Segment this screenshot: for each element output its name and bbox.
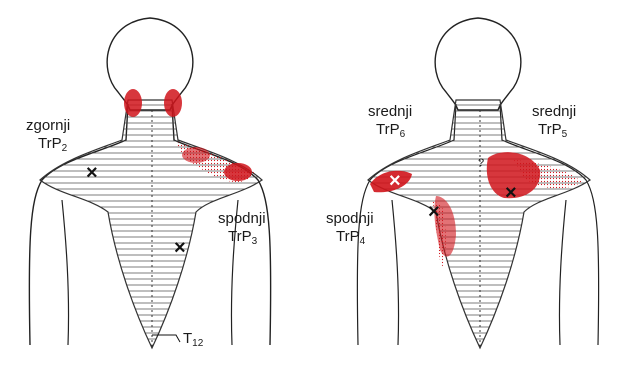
label-spodnji-left-tp: TrP <box>228 228 252 245</box>
right-head <box>435 18 521 110</box>
label-t12-num: 12 <box>192 338 203 349</box>
label-srednji-left-word: srednji <box>368 103 412 121</box>
label-t12: T12 <box>183 330 203 353</box>
label-spodnji-right-tp: TrP <box>336 228 360 245</box>
trigger-point-marker-trp3: × <box>174 237 186 259</box>
label-t12-letter: T <box>183 330 192 347</box>
label-srednji-right-code: TrP5 <box>532 121 576 144</box>
label-zgornji-code: TrP2 <box>26 135 70 158</box>
label-srednji-trp6: srednji TrP6 <box>368 103 412 144</box>
label-srednji-right-tp: TrP <box>538 121 562 138</box>
label-spodnji-left-word: spodnji <box>218 210 266 228</box>
label-spodnji-left-code: TrP3 <box>218 228 266 251</box>
label-zgornji-tp: TrP <box>38 135 62 152</box>
left-neck-pain-left <box>124 89 142 117</box>
label-spodnji-right-code: TrP4 <box>326 228 374 251</box>
label-srednji-trp5: srednji TrP5 <box>532 103 576 144</box>
label-srednji-left-num: 6 <box>400 129 406 140</box>
label-srednji-left-code: TrP6 <box>368 121 412 144</box>
trigger-point-marker-trp4: × <box>428 201 440 223</box>
label-spodnji-trp4: spodnji TrP4 <box>326 210 374 251</box>
label-srednji-right-word: srednji <box>532 103 576 121</box>
right-figure: × × × ? <box>357 18 598 350</box>
left-upper-pain <box>182 147 210 163</box>
label-spodnji-right-num: 4 <box>360 236 366 247</box>
label-spodnji-left-num: 3 <box>252 236 258 247</box>
question-mark: ? <box>478 157 484 169</box>
trigger-point-marker-trp2: × <box>86 162 98 184</box>
label-spodnji-trp3: spodnji TrP3 <box>218 210 266 251</box>
label-zgornji-word: zgornji <box>26 117 70 135</box>
label-zgornji-num: 2 <box>62 143 68 154</box>
left-figure: × × <box>29 18 270 350</box>
left-neck-pain-right <box>164 89 182 117</box>
label-zgornji-trp2: zgornji TrP2 <box>26 117 70 158</box>
trigger-point-marker-trp5: × <box>505 182 517 204</box>
label-srednji-right-num: 5 <box>562 129 568 140</box>
label-spodnji-right-word: spodnji <box>326 210 374 228</box>
left-acromion-pain <box>224 163 252 181</box>
trigger-point-marker-trp6: × <box>389 170 401 192</box>
label-srednji-left-tp: TrP <box>376 121 400 138</box>
